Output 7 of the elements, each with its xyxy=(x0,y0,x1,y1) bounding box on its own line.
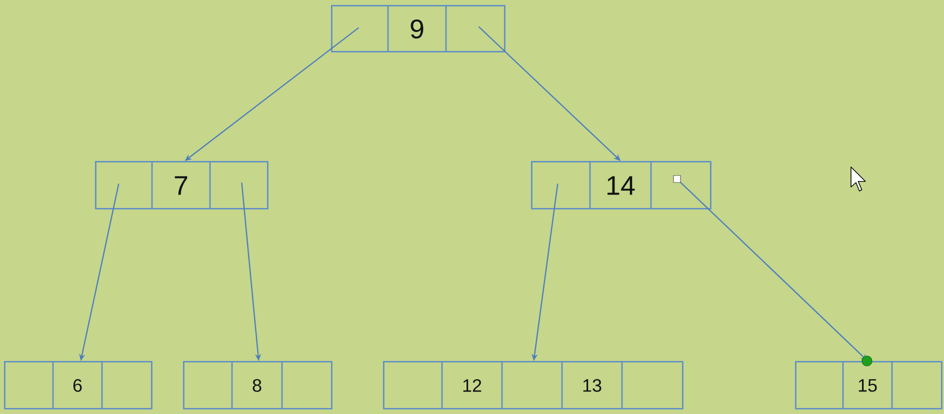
record-box: 8 xyxy=(183,361,332,410)
record-box: 9 xyxy=(331,5,506,52)
record-box: 14 xyxy=(531,161,712,210)
record-box: 12 13 xyxy=(383,361,684,410)
record-box: 6 xyxy=(4,361,152,410)
record-box: 15 xyxy=(795,361,942,410)
record-box: 7 xyxy=(95,161,268,210)
